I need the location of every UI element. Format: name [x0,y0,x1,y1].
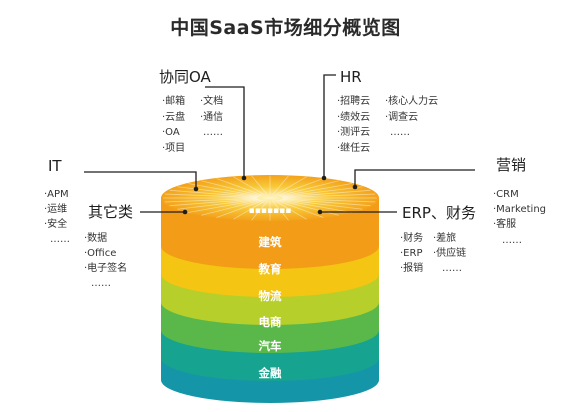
top-ray [282,198,376,203]
top-ray [164,198,258,203]
oa-item-6: ·通信 [200,111,223,123]
top-ray [274,176,307,196]
heading-hr: HR [340,68,362,86]
top-ray [177,186,259,198]
top-ray [281,198,363,210]
hr-item-7: …… [390,127,410,138]
layer-label-6: 金融 [258,366,282,380]
oa-item-2: ·云盘 [162,110,185,123]
top-ray [188,183,261,197]
top-ray [177,198,259,210]
top-ray [164,193,258,198]
other-item-3: ·电子签名 [84,261,127,274]
hr-item-4: ·继任云 [337,141,370,154]
erp-item-1: ·财务 [400,231,423,244]
erp-item-3: ·报销 [400,261,423,274]
layer-label-3: 物流 [259,289,282,303]
top-ray [271,175,289,196]
cylinder-body: ▪▪▪▪▪▪▪ [161,175,379,403]
top-ray [279,199,352,213]
erp-item-6: …… [442,263,462,274]
heading-oa: 协同OA [159,68,212,86]
top-ray [282,189,371,198]
top-ray [169,198,258,207]
connector-hr [323,74,336,176]
heading-marketing: 营销 [496,156,526,174]
marketing-item-1: ·CRM [493,189,519,200]
top-ray [271,200,289,221]
diagram-title: 中国SaaS市场细分概览图 [170,17,401,39]
top-ray [188,199,261,213]
it-item-2: ·运维 [44,202,67,215]
layer-label-4: 电商 [259,315,282,329]
heading-it: IT [48,157,62,175]
erp-item-5: ·供应链 [433,246,466,259]
hr-item-2: ·绩效云 [337,110,370,123]
marketing-item-3: ·客服 [493,217,516,230]
top-ray [201,199,262,216]
oa-item-3: ·OA [162,127,180,138]
connector-it [84,171,197,187]
top-ray [274,200,307,220]
connector-lines [84,74,475,213]
top-ray [279,183,352,197]
top-dots: ▪▪▪▪▪▪▪ [249,206,292,216]
layer-label-2: 教育 [258,262,282,276]
oa-item-1: ·邮箱 [162,94,185,107]
top-ray [281,186,363,198]
other-item-2: ·Office [84,248,116,259]
erp-item-4: ·差旅 [433,231,456,244]
top-ray [233,176,266,196]
heading-erp: ERP、财务 [402,204,476,222]
other-item-1: ·数据 [84,231,107,244]
top-ray [251,200,269,221]
hr-item-3: ·测评云 [337,125,370,138]
connector-dots [182,175,358,215]
hr-item-5: ·核心人力云 [385,94,438,107]
connector-oa [205,86,245,176]
layer-label-5: 汽车 [259,339,282,353]
top-ray [169,189,258,198]
oa-item-5: ·文档 [200,94,223,107]
top-ray [278,180,339,197]
other-item-4: …… [91,278,111,289]
it-item-3: ·安全 [44,217,67,230]
top-ray [278,199,339,216]
top-ray [276,178,324,196]
marketing-item-2: ·Marketing [493,204,546,215]
top-ray [282,198,371,207]
hr-item-6: ·调查云 [385,110,418,123]
heading-other: 其它类 [88,203,133,221]
layer-label-1: 建筑 [259,235,282,249]
oa-item-4: ·项目 [162,142,185,154]
erp-item-2: ·ERP [400,248,422,259]
top-ray [282,193,376,198]
top-ray [216,200,264,218]
connector-marketing [354,169,475,185]
top-ray [276,200,324,218]
top-ray [233,200,266,220]
marketing-item-4: …… [502,235,522,246]
hr-item-1: ·招聘云 [337,94,370,107]
top-ray [201,180,262,197]
it-item-4: …… [50,234,70,245]
it-item-1: ·APM [44,189,69,200]
top-ray [251,175,269,196]
cylinder-top [161,175,379,221]
top-rays [163,175,377,221]
oa-item-7: …… [203,127,223,138]
top-ray [216,178,264,196]
